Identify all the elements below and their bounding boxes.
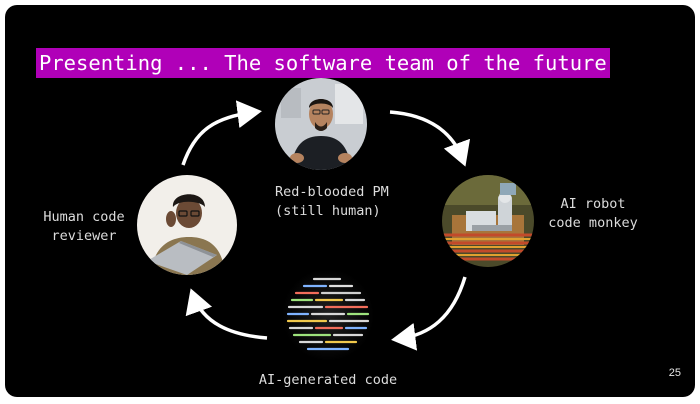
robot-photo [442,175,534,267]
code-caption: AI-generated code [258,372,398,388]
reviewer-caption: Human code reviewer [43,209,125,244]
arrow-code-to-reviewer [185,288,268,340]
pm-caption: Red-blooded PM (still human) [275,184,389,219]
slide-title: Presenting ... The software team of the … [36,48,610,78]
code-sphere-image [282,269,374,361]
arrow-robot-to-code [391,276,467,351]
arrow-pm-to-robot [389,110,471,167]
robot-caption: AI robot code monkey [548,196,638,231]
arrow-reviewer-to-pm [181,100,262,166]
reviewer-photo [137,175,237,275]
page-number: 25 [668,367,681,379]
cycle-arrows [181,100,471,351]
slide: Presenting ... The software team of the … [5,5,695,397]
pm-photo [275,78,367,170]
